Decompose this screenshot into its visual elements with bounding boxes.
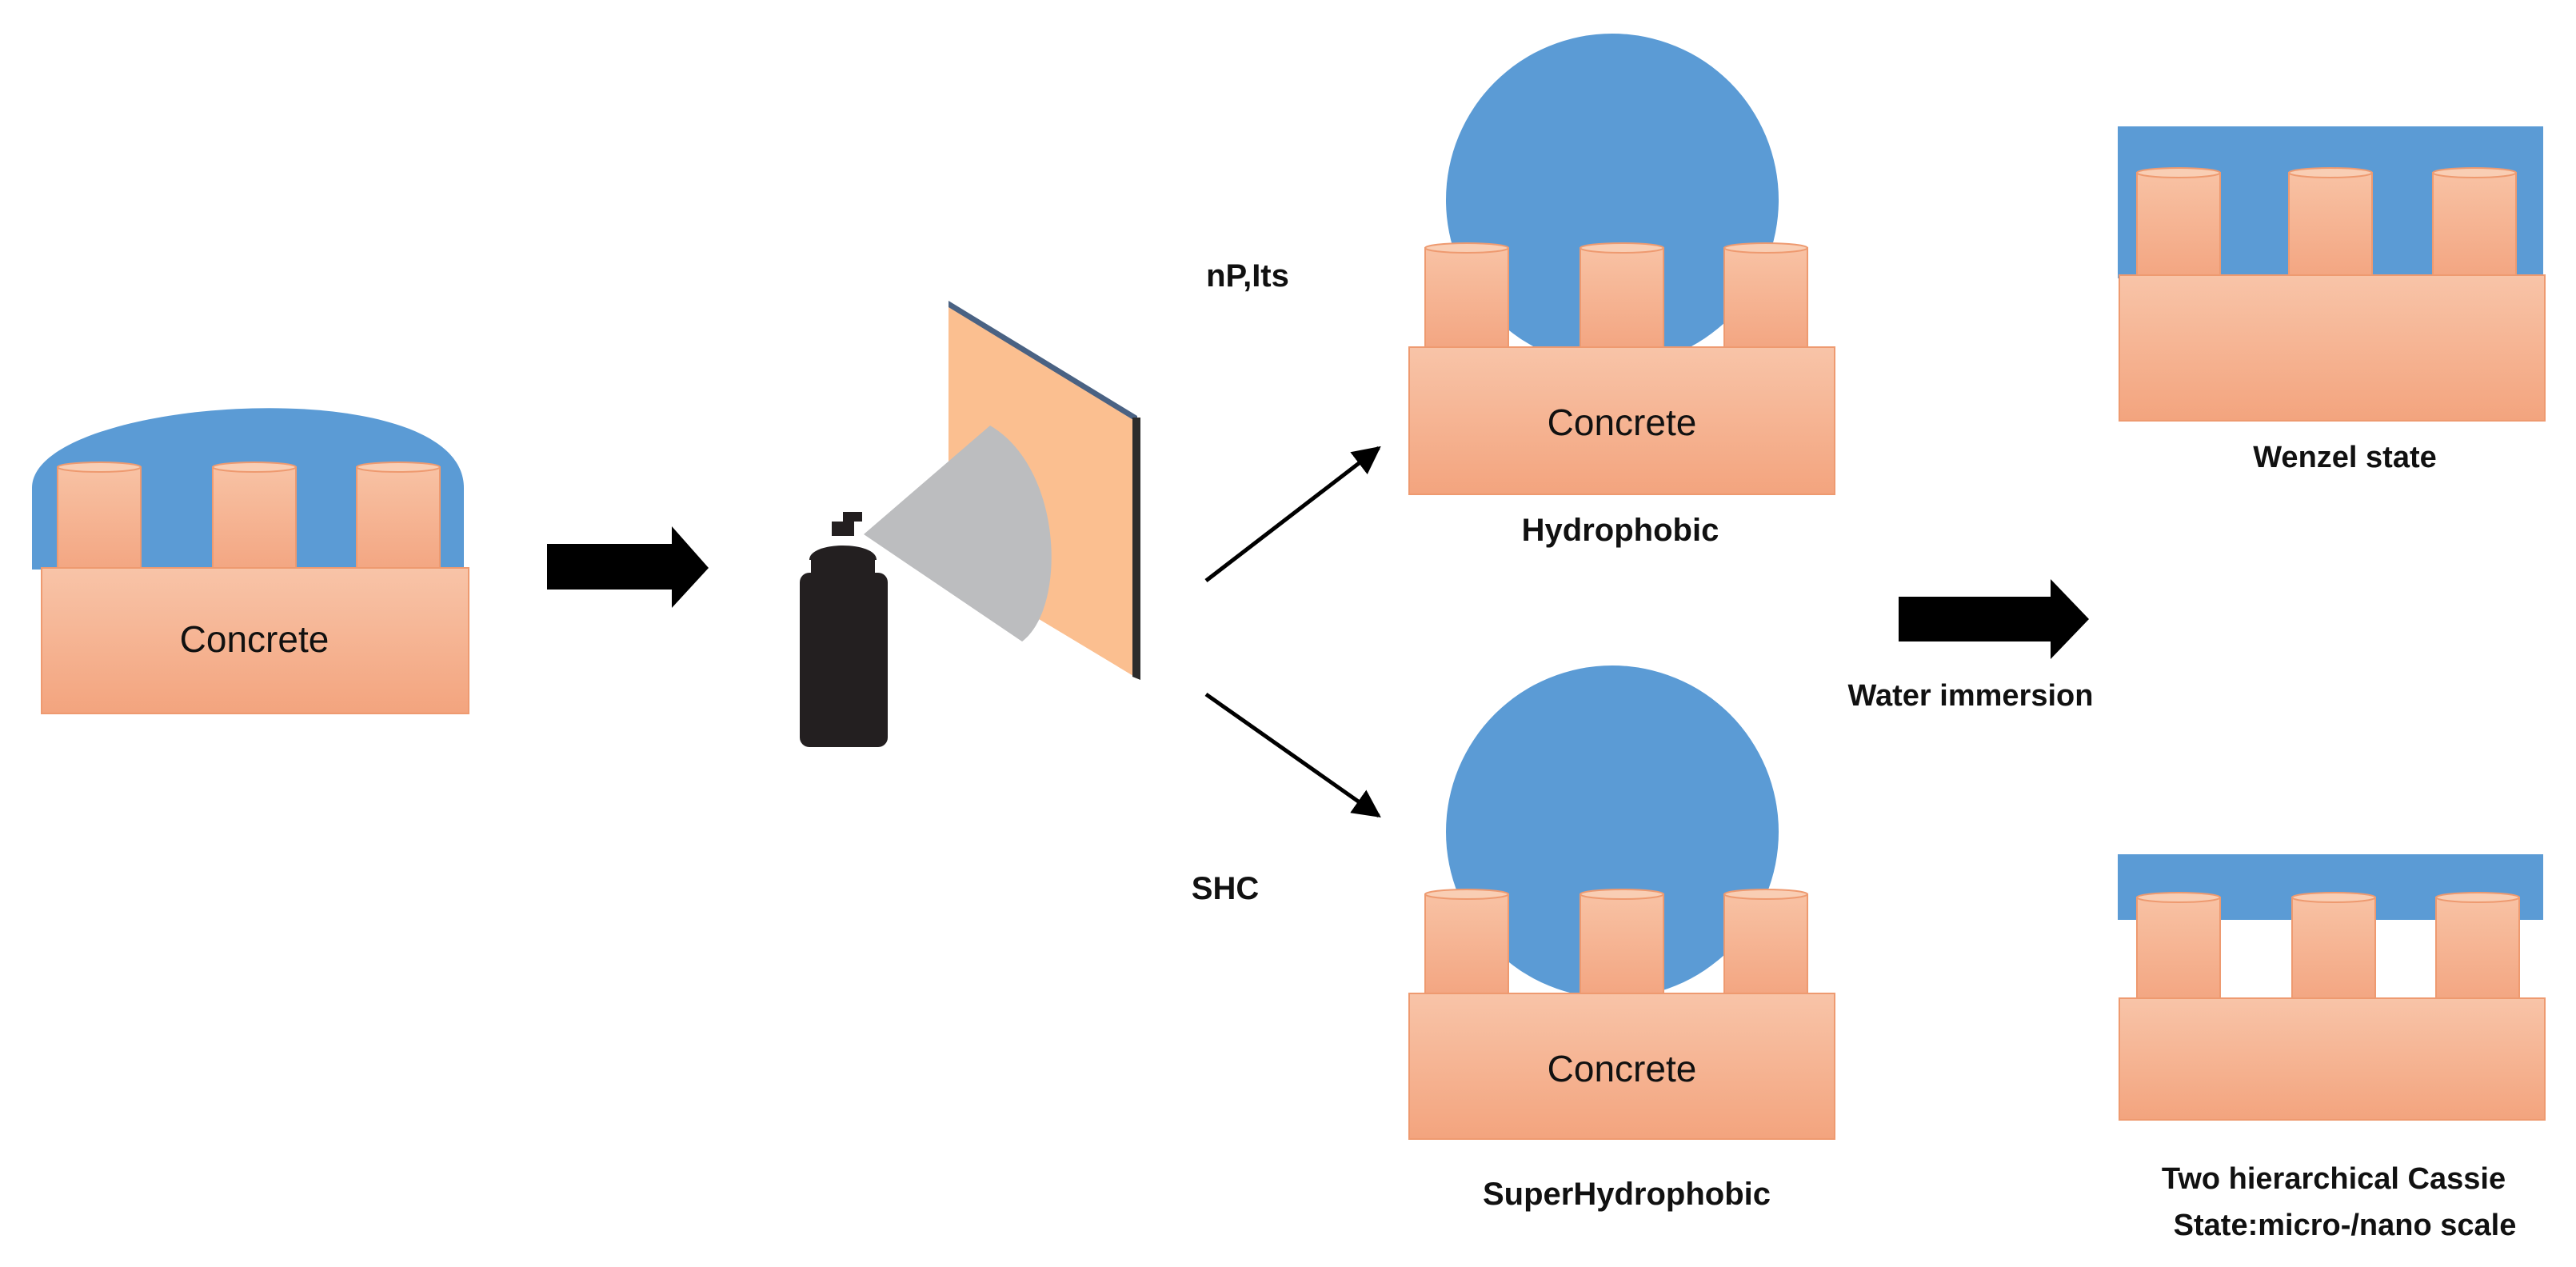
- pillar: [2136, 892, 2221, 1001]
- panel-edge-side: [1132, 418, 1140, 680]
- cassie-state-label-line1: Two hierarchical Cassie: [2162, 1162, 2506, 1196]
- superhydrophobic-label: SuperHydrophobic: [1483, 1177, 1771, 1212]
- pillar: [2432, 167, 2517, 276]
- concrete-label: Concrete: [180, 618, 329, 660]
- pillar: [212, 462, 297, 570]
- cassie-state-sample: [2118, 854, 2546, 1121]
- thin-arrow-icon: [1204, 692, 1381, 818]
- pillar: [1424, 242, 1509, 348]
- pillar: [1424, 889, 1509, 994]
- pillar: [2288, 167, 2373, 276]
- pillar: [57, 462, 142, 570]
- shc-label: SHC: [1192, 871, 1259, 906]
- panel-edge-top: [949, 301, 1137, 422]
- pillar: [2435, 892, 2520, 1001]
- water-droplet: [1446, 34, 1779, 366]
- initial-concrete-sample: Concrete: [32, 408, 469, 714]
- spray-cone: [864, 426, 1052, 641]
- hydrophobic-label: Hydrophobic: [1522, 513, 1719, 548]
- concrete-base: [1408, 346, 1835, 495]
- concrete-base: [1408, 993, 1835, 1140]
- wenzel-state-sample: [2118, 126, 2546, 422]
- spray-can-icon: [800, 512, 888, 747]
- concrete-label: Concrete: [1548, 1048, 1697, 1089]
- concrete-base: [2119, 274, 2546, 422]
- thin-arrow-icon: [1204, 446, 1381, 582]
- superhydrophobic-sample: Concrete: [1408, 665, 1835, 1140]
- block-arrow-icon: [547, 526, 709, 608]
- block-arrow-icon: [1899, 579, 2089, 659]
- spray-coating-illustration: [800, 301, 1140, 747]
- concrete-label: Concrete: [1548, 402, 1697, 443]
- water-droplet: [1446, 665, 1779, 998]
- pillar: [356, 462, 441, 570]
- wenzel-state-label: Wenzel state: [2253, 441, 2436, 474]
- concrete-base: [2119, 997, 2546, 1121]
- pillar: [2136, 167, 2221, 276]
- pillar: [2291, 892, 2376, 1001]
- hydrophobic-sample: Concrete: [1408, 34, 1835, 495]
- pillar: [1580, 242, 1664, 348]
- pillar: [1723, 242, 1808, 348]
- np-its-label: nP,Its: [1206, 258, 1289, 294]
- pillar: [1580, 889, 1664, 994]
- pillar: [1723, 889, 1808, 994]
- cassie-state-label-line2: State:micro-/nano scale: [2174, 1209, 2517, 1242]
- concrete-base: [41, 567, 469, 714]
- water-immersion-label: Water immersion: [1848, 679, 2094, 713]
